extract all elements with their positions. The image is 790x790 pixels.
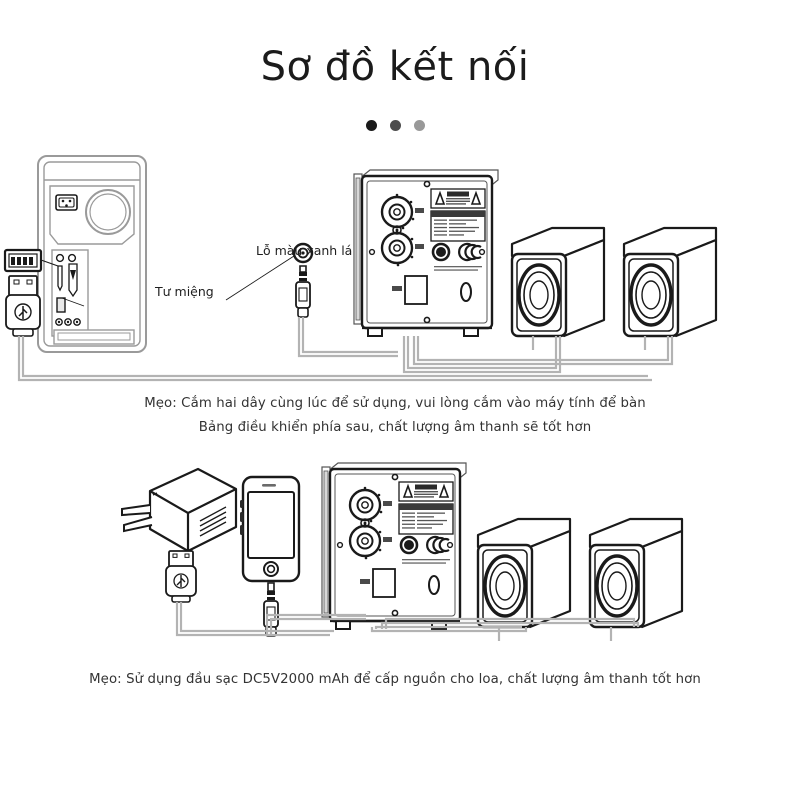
caption-one-line-one: Mẹo: Cắm hai dây cùng lúc để sử dụng, vu… [144, 396, 646, 411]
carousel-dots[interactable] [0, 120, 790, 131]
page-title: Sơ đồ kết nối [260, 44, 530, 90]
label-usb-port: Tư miệng [155, 284, 214, 299]
usb-a-plug [165, 550, 197, 603]
dot-active[interactable] [365, 120, 377, 131]
audio-leader-line [225, 255, 295, 301]
dot-second[interactable] [389, 120, 401, 131]
usb-slot-leader-line [61, 297, 85, 307]
satellite-speaker-right [588, 517, 684, 629]
caption-one-line-two: Bảng điều khiển phía sau, chất lượng âm … [198, 420, 592, 435]
usb-leader-line [40, 259, 59, 267]
cable-routing [175, 602, 640, 641]
usb-wall-charger-adapter [121, 467, 238, 553]
satellite-speaker-left [476, 517, 572, 629]
dot-third[interactable] [413, 120, 425, 131]
usb-a-plug [5, 275, 41, 337]
cable-routing [17, 317, 674, 382]
satellite-speaker-right [622, 226, 718, 338]
caption-two: Mẹo: Sử dụng đầu sạc DC5V2000 mAh để cấp… [0, 668, 790, 692]
subwoofer-back-panel [320, 461, 468, 631]
desktop-computer-tower [37, 155, 147, 353]
audio-jack-marker [292, 242, 314, 264]
3.5mm-audio-plug [295, 265, 311, 318]
caption-one: Mẹo: Cắm hai dây cùng lúc để sử dụng, vu… [0, 392, 790, 440]
pc-connection-diagram [0, 140, 790, 390]
subwoofer-back-panel [352, 168, 500, 338]
label-green-port: Lỗ màu xanh lá [256, 243, 353, 258]
smartphone [240, 475, 301, 583]
phone-charger-connection-diagram [0, 455, 790, 655]
satellite-speaker-left [510, 226, 606, 338]
caption-two-line: Mẹo: Sử dụng đầu sạc DC5V2000 mAh để cấp… [89, 672, 701, 687]
usb-port-icon [3, 248, 43, 273]
